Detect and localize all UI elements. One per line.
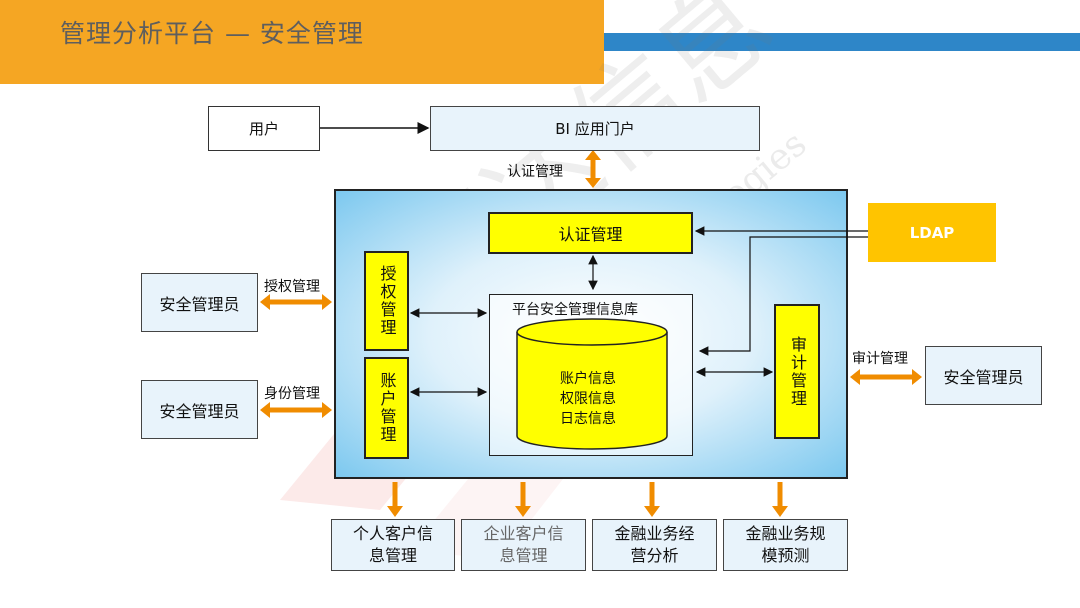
ldap-box: LDAP [868,203,996,262]
header-bar [0,0,604,84]
financial-scale-forecast-box: 金融业务规 模预测 [723,519,848,571]
database-cylinder-icon [516,318,668,450]
box-line: 金融业务经 [614,524,695,543]
box-line: 营分析 [630,546,679,565]
user-box: 用户 [208,106,320,151]
box-line: 息管理 [368,546,417,565]
auth-management-box: 认证管理 [488,212,693,254]
db-title: 平台安全管理信息库 [512,302,638,318]
page-title: 管理分析平台 — 安全管理 [60,19,364,48]
box-line: 个人客户信 [352,524,433,543]
enterprise-customer-info-box: 企业客户信 息管理 [461,519,586,571]
box-line: 金融业务规 [745,524,826,543]
financial-business-analysis-box: 金融业务经 营分析 [592,519,717,571]
audit-link-label: 审计管理 [852,351,908,367]
security-admin-audit: 安全管理员 [925,346,1042,405]
box-line: 息管理 [499,546,548,565]
bi-portal-box: BI 应用门户 [430,106,760,151]
box-line: 模预测 [761,546,810,565]
security-admin-identity: 安全管理员 [141,380,258,439]
portal-auth-label: 认证管理 [507,164,563,180]
box-line: 企业客户信 [483,524,564,543]
db-line-permissions: 权限信息 [560,391,616,407]
db-line-logs: 日志信息 [560,411,616,427]
identity-link-label: 身份管理 [264,386,320,402]
personal-customer-info-box: 个人客户信 息管理 [331,519,455,571]
db-line-accounts: 账户信息 [560,371,616,387]
security-admin-authorization: 安全管理员 [141,273,258,332]
authorization-management-box: 授权管理 [364,251,409,351]
authorization-link-label: 授权管理 [264,279,320,295]
account-management-box: 账户管理 [364,357,409,459]
header-stripe [604,33,1080,51]
audit-management-box: 审计管理 [774,304,820,439]
